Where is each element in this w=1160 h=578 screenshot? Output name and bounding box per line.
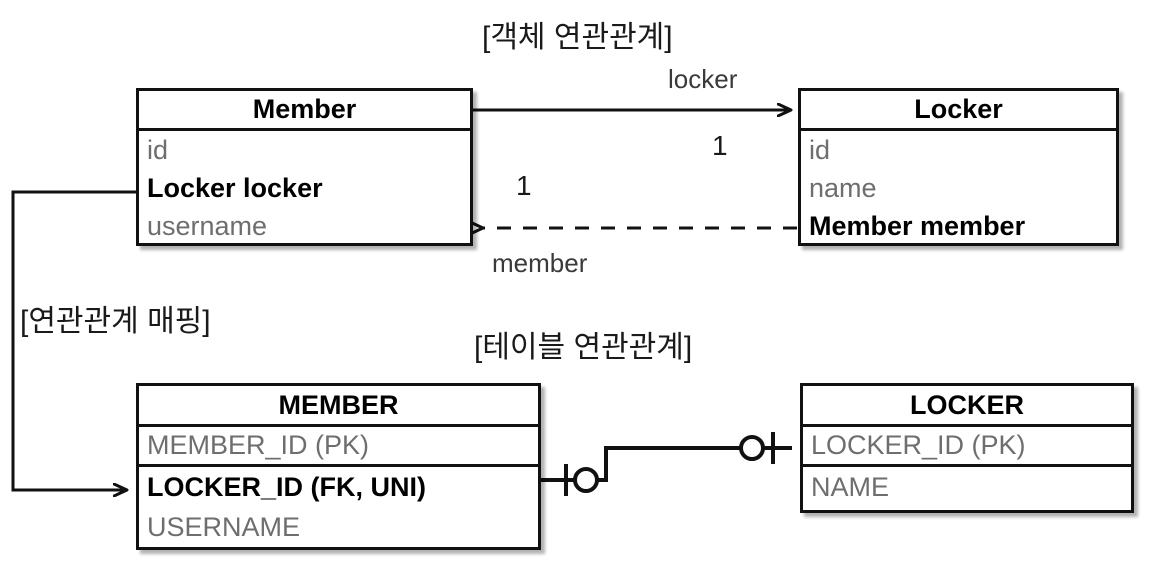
db-table-member-column-member-id: MEMBER_ID (PK) [139,427,538,467]
uml-class-locker: Locker id name Member member [798,88,1119,246]
edge-table-join [541,432,792,496]
db-table-member-title: MEMBER [139,386,538,427]
uml-class-member-attr-username: username [147,210,268,241]
edge-mapping-arrow [11,190,136,490]
uml-class-locker-attr-name: name [809,172,877,203]
db-table-member-column-locker-id: LOCKER_ID (FK, UNI) [147,471,426,502]
section-label-table-association: [테이블 연관관계] [474,331,693,364]
db-table-locker-column-locker-id: LOCKER_ID (PK) [803,427,1131,467]
db-table-member-column-username: USERNAME [147,511,301,542]
db-table-member: MEMBER MEMBER_ID (PK) LOCKER_ID (FK, UNI… [136,383,541,550]
uml-class-member-attr-locker: Locker locker [147,172,323,203]
db-table-locker-title: LOCKER [803,386,1131,427]
uml-class-member-attr-id: id [147,134,169,165]
section-label-object-association: [객체 연관관계] [482,21,673,54]
multiplicity-label-locker-side: 1 [712,130,728,161]
uml-class-member-title: Member [139,91,470,131]
multiplicity-label-member-side: 1 [516,170,532,201]
uml-class-member: Member id Locker locker username [136,88,473,246]
section-label-association-mapping: [연관관계 매핑] [20,305,211,338]
db-table-locker-column-name: NAME [811,471,890,502]
db-table-locker: LOCKER LOCKER_ID (PK) NAME [800,383,1134,513]
uml-class-locker-attr-id: id [809,134,831,165]
uml-class-locker-title: Locker [801,91,1116,131]
edge-label-locker: locker [668,64,738,94]
edge-label-member: member [492,248,588,278]
uml-class-locker-attr-member: Member member [809,210,1026,241]
